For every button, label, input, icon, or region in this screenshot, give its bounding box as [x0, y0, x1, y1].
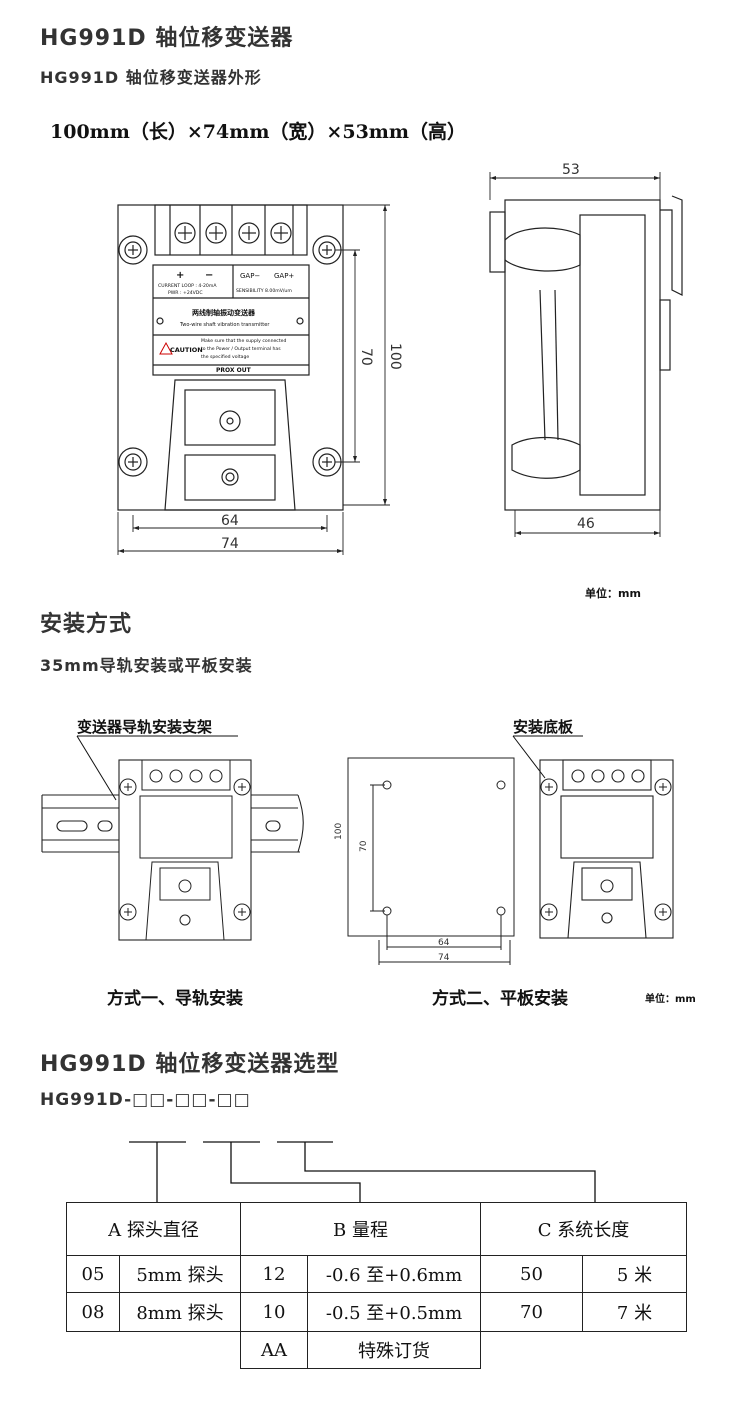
sensitivity-text: SENSIBILITY 8.00mV/um — [236, 288, 292, 294]
code-connector-lines — [129, 1141, 596, 1202]
unit-note-top: 单位：mm — [585, 587, 641, 600]
page-title: HG991D 轴位移变送器 — [40, 26, 294, 51]
unit-note-install: 单位：mm — [645, 994, 696, 1005]
header-probe-diameter: A 探头直径 — [66, 1202, 241, 1256]
install-drawing: 变送器导轨安装支架 — [41, 718, 674, 965]
bracket-label: 变送器导轨安装支架 — [77, 718, 212, 736]
gap-minus-label: GAP− — [240, 272, 260, 280]
table-row: 05 5mm 探头 12 -0.6 至+0.6mm 50 5 米 — [66, 1255, 687, 1293]
a-value: 5mm 探头 — [119, 1255, 241, 1293]
base-plate-label: 安装底板 — [513, 718, 574, 736]
plate-dim-64: 64 — [438, 938, 450, 948]
product-name-cn: 两线制轴振动变送器 — [192, 308, 256, 317]
plate-dim-74: 74 — [438, 953, 450, 963]
c-code: 70 — [480, 1292, 583, 1332]
special-code: AA — [240, 1331, 308, 1369]
header-range: B 量程 — [240, 1202, 481, 1256]
dim-64-label: 64 — [221, 513, 239, 529]
plus-label: + — [176, 270, 184, 281]
install-subtitle: 35mm导轨安装或平板安装 — [40, 656, 253, 675]
plate-dim-70: 70 — [359, 840, 369, 852]
c-code: 50 — [480, 1255, 583, 1293]
caption-plate-mount: 方式二、平板安装 — [432, 989, 568, 1009]
front-view-drawing: + − GAP− GAP+ CURRENT LOOP : 4-20mA PWR … — [117, 204, 403, 555]
caution-line2: to the Power / Output terminal has — [201, 346, 281, 352]
header-system-length: C 系统长度 — [480, 1202, 687, 1256]
dim-100-label: 100 — [387, 343, 403, 370]
dim-70-label: 70 — [358, 348, 374, 366]
install-title: 安装方式 — [40, 612, 133, 637]
a-value: 8mm 探头 — [119, 1292, 241, 1332]
c-value: 5 米 — [582, 1255, 687, 1293]
table-row: AA 特殊订货 — [66, 1331, 687, 1369]
product-name-en: Two-wire shaft vibration transmitter — [179, 322, 270, 328]
model-code: HG991D-□□-□□-□□ — [40, 1090, 251, 1110]
outline-subtitle: HG991D 轴位移变送器外形 — [40, 68, 262, 87]
warning-icon — [159, 341, 173, 355]
plate-dim-100: 100 — [334, 823, 344, 840]
caution-line1: Make sure that the supply connected — [201, 338, 286, 344]
caption-rail-mount: 方式一、导轨安装 — [107, 989, 243, 1009]
loop-text: CURRENT LOOP : 4-20mA — [158, 283, 217, 289]
prox-out-label: PROX OUT — [216, 367, 252, 374]
special-value: 特殊订货 — [307, 1331, 481, 1369]
table-row: 08 8mm 探头 10 -0.5 至+0.5mm 70 7 米 — [66, 1292, 687, 1332]
b-value: -0.5 至+0.5mm — [307, 1292, 481, 1332]
selection-table: A 探头直径 B 量程 C 系统长度 05 5mm 探头 12 -0.6 至+0… — [66, 1202, 687, 1369]
dimensions-text: 100mm（长）×74mm（宽）×53mm（高） — [50, 121, 467, 143]
selection-title: HG991D 轴位移变送器选型 — [40, 1052, 340, 1077]
b-value: -0.6 至+0.6mm — [307, 1255, 481, 1293]
dim-46-label: 46 — [577, 516, 595, 532]
b-code: 12 — [240, 1255, 308, 1293]
a-code: 05 — [66, 1255, 120, 1293]
gap-plus-label: GAP+ — [274, 272, 294, 280]
side-view-drawing: 53 46 — [489, 162, 683, 537]
caution-label: CAUTION — [170, 346, 203, 354]
minus-label: − — [205, 270, 213, 281]
dim-53-label: 53 — [562, 162, 580, 178]
dim-74-label: 74 — [221, 536, 239, 552]
b-code: 10 — [240, 1292, 308, 1332]
c-value: 7 米 — [582, 1292, 687, 1332]
caution-line3: the specified voltage — [201, 354, 249, 360]
pwr-text: PWR : +24VDC — [168, 290, 203, 296]
a-code: 08 — [66, 1292, 120, 1332]
